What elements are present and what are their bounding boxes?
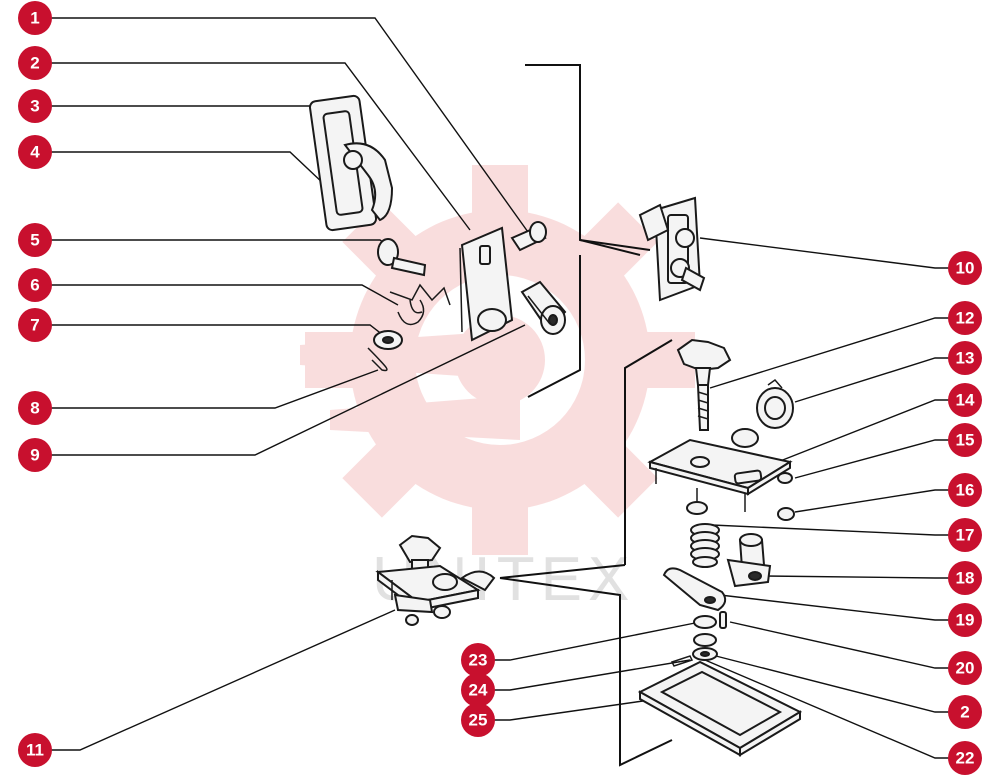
svg-text:7: 7 <box>30 316 39 335</box>
pin-part <box>510 221 547 252</box>
callout-24: 24 <box>461 673 495 707</box>
callout-21: 2 <box>948 695 982 729</box>
spring-clip-part <box>389 283 451 326</box>
washer-stack-part <box>692 615 718 661</box>
callout-15: 15 <box>948 423 982 457</box>
star-knob-bolt-part <box>676 338 732 431</box>
nut-part <box>777 472 795 521</box>
small-pin-part <box>719 611 727 629</box>
bolt-part <box>377 238 427 277</box>
watermark-logo <box>300 165 695 555</box>
svg-text:17: 17 <box>956 526 975 545</box>
hinge-bracket-part <box>638 196 706 302</box>
gasket-frame-part <box>637 660 803 757</box>
callout-4: 4 <box>18 135 52 169</box>
callout-19: 19 <box>948 603 982 637</box>
callout-14: 14 <box>948 383 982 417</box>
callout-1: 1 <box>18 1 52 35</box>
callout-7: 7 <box>18 308 52 342</box>
callout-23: 23 <box>461 643 495 677</box>
svg-text:3: 3 <box>30 97 39 116</box>
spring-part <box>690 523 720 568</box>
mounting-plate-part <box>647 438 793 515</box>
svg-text:10: 10 <box>956 259 975 278</box>
svg-text:2: 2 <box>30 54 39 73</box>
callout-22: 22 <box>948 741 982 775</box>
callout-12: 12 <box>948 301 982 335</box>
svg-text:11: 11 <box>26 741 44 760</box>
callout-20: 20 <box>948 651 982 685</box>
washer-part <box>373 330 403 350</box>
callout-8: 8 <box>18 391 52 425</box>
callout-13: 13 <box>948 341 982 375</box>
svg-text:23: 23 <box>469 651 488 670</box>
ring-part <box>731 378 794 448</box>
svg-text:13: 13 <box>956 349 975 368</box>
cotter-pin-part <box>367 347 388 372</box>
callout-5: 5 <box>18 223 52 257</box>
split-pin-part <box>670 655 694 667</box>
callout-18: 18 <box>948 561 982 595</box>
callout-17: 17 <box>948 518 982 552</box>
svg-text:12: 12 <box>956 309 975 328</box>
callout-2: 2 <box>18 46 52 80</box>
callout-10: 10 <box>948 251 982 285</box>
svg-text:8: 8 <box>30 399 39 418</box>
callout-25: 25 <box>461 703 495 737</box>
callout-6: 6 <box>18 268 52 302</box>
svg-text:16: 16 <box>956 481 975 500</box>
svg-text:18: 18 <box>956 569 975 588</box>
callout-3: 3 <box>18 89 52 123</box>
svg-text:15: 15 <box>956 431 975 450</box>
threaded-stud-part <box>726 533 772 588</box>
latch-frame-part <box>308 94 394 232</box>
lever-part <box>662 567 727 612</box>
svg-text:24: 24 <box>469 681 488 700</box>
assembled-bracket-part <box>375 534 496 626</box>
svg-text:1: 1 <box>30 9 39 28</box>
lock-cylinder-part <box>520 280 567 335</box>
svg-text:20: 20 <box>956 659 975 678</box>
svg-text:6: 6 <box>30 276 39 295</box>
svg-text:9: 9 <box>30 446 39 465</box>
callout-9: 9 <box>18 438 52 472</box>
slotted-plate-part <box>459 226 514 342</box>
svg-text:2: 2 <box>960 703 969 722</box>
svg-text:25: 25 <box>469 711 488 730</box>
svg-text:5: 5 <box>30 231 39 250</box>
svg-text:22: 22 <box>956 749 975 768</box>
svg-text:4: 4 <box>30 143 40 162</box>
assembly-guides <box>499 64 673 767</box>
callout-16: 16 <box>948 473 982 507</box>
svg-text:19: 19 <box>956 611 975 630</box>
svg-text:14: 14 <box>956 391 975 410</box>
callout-11: 11 <box>18 733 52 767</box>
